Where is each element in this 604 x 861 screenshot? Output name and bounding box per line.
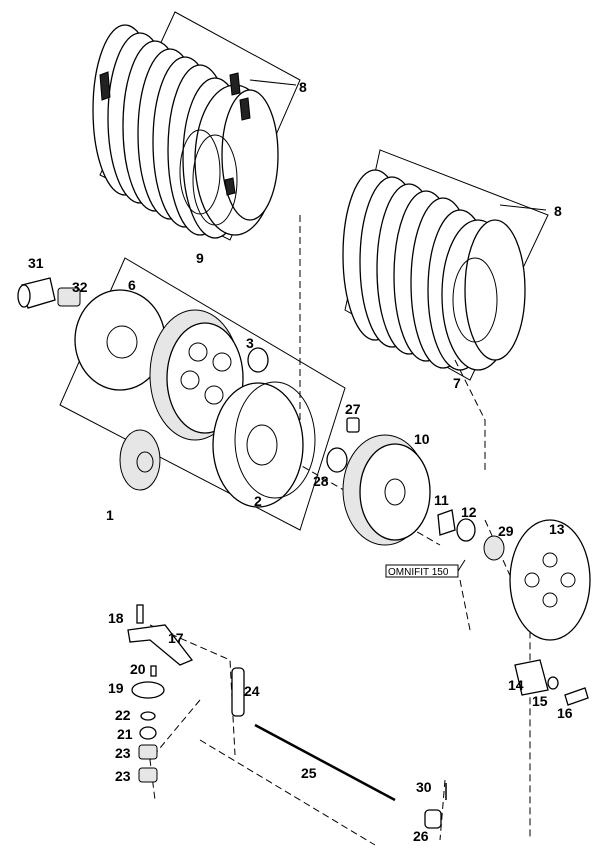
part-label-32: 32 bbox=[72, 279, 88, 295]
part-label-29: 29 bbox=[498, 523, 514, 539]
part-number-labels: 1 2 3 6 7 8 8 9 10 11 12 13 14 15 16 17 … bbox=[28, 79, 573, 844]
part-label-26: 26 bbox=[413, 828, 429, 844]
needle-bearing-lower bbox=[138, 767, 158, 783]
clutch-hub bbox=[342, 434, 431, 546]
clutch-spring bbox=[514, 659, 549, 696]
part-label-22: 22 bbox=[115, 707, 131, 723]
part-label-6: 6 bbox=[128, 277, 136, 293]
part-label-20: 20 bbox=[130, 661, 146, 677]
o-ring bbox=[140, 711, 156, 721]
clutch-disc-stack-upper bbox=[92, 11, 301, 241]
part-label-10: 10 bbox=[414, 431, 430, 447]
part-label-8-right: 8 bbox=[554, 203, 562, 219]
part-label-28: 28 bbox=[313, 473, 329, 489]
part-label-30: 30 bbox=[416, 779, 432, 795]
part-label-2: 2 bbox=[254, 493, 262, 509]
lock-washer bbox=[437, 509, 456, 536]
part-label-16: 16 bbox=[557, 705, 573, 721]
part-label-12: 12 bbox=[461, 504, 477, 520]
spring-washer bbox=[547, 676, 559, 690]
omnifit-note-text: OMNIFIT 150 bbox=[388, 567, 449, 578]
shaft-seal bbox=[139, 726, 157, 740]
part-label-21: 21 bbox=[117, 726, 133, 742]
plate-screw bbox=[150, 665, 157, 677]
release-shaft bbox=[231, 667, 245, 717]
part-label-13: 13 bbox=[549, 521, 565, 537]
bushing-and-bearing bbox=[17, 277, 81, 309]
part-label-14: 14 bbox=[508, 677, 524, 693]
part-label-23-upper: 23 bbox=[115, 745, 131, 761]
part-label-7: 7 bbox=[453, 375, 461, 391]
release-bearing bbox=[483, 535, 505, 561]
part-label-8-top: 8 bbox=[299, 79, 307, 95]
part-label-3: 3 bbox=[246, 335, 254, 351]
spring-bolt bbox=[564, 687, 589, 706]
clutch-disc-stack-lower bbox=[342, 149, 549, 381]
push-rod bbox=[254, 723, 396, 802]
part-label-9: 9 bbox=[196, 250, 204, 266]
part-label-1: 1 bbox=[106, 507, 114, 523]
part-label-23-lower: 23 bbox=[115, 768, 131, 784]
omnifit-note: OMNIFIT 150 bbox=[385, 559, 466, 578]
pin bbox=[346, 417, 360, 433]
part-label-17: 17 bbox=[168, 630, 184, 646]
part-label-18: 18 bbox=[108, 610, 124, 626]
push-piece bbox=[424, 809, 442, 829]
needle-bearing-upper bbox=[138, 744, 158, 760]
part-label-27: 27 bbox=[345, 401, 361, 417]
lever-bolt bbox=[136, 604, 144, 624]
lever-plate bbox=[131, 681, 165, 699]
part-label-19: 19 bbox=[108, 680, 124, 696]
part-label-31: 31 bbox=[28, 255, 44, 271]
part-label-24: 24 bbox=[244, 683, 260, 699]
part-label-25: 25 bbox=[301, 765, 317, 781]
thrust-washer bbox=[326, 447, 348, 473]
part-label-11: 11 bbox=[434, 492, 449, 508]
clutch-nut bbox=[456, 518, 476, 542]
pressure-plate bbox=[509, 519, 591, 641]
primary-gear-assembly bbox=[59, 257, 346, 531]
release-lever bbox=[127, 624, 194, 666]
part-label-15: 15 bbox=[532, 693, 548, 709]
